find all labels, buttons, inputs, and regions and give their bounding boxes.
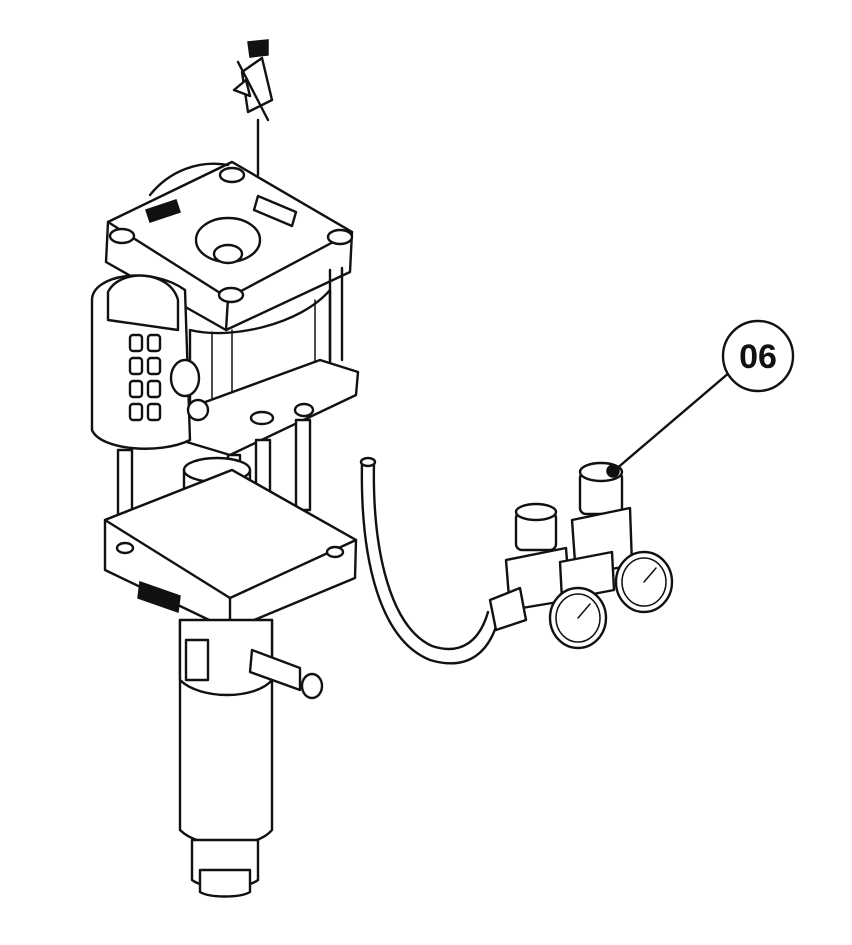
air-regulator-assembly [488,461,674,650]
callout-06: 06 [606,319,795,478]
callout-label: 06 [739,338,777,376]
callout-bubble [721,319,795,393]
air-motor-cylinder [176,266,360,457]
air-supply-hose [359,456,500,665]
lower-base-plate [103,468,358,632]
callout-leader-dot [606,464,620,478]
air-valve-block [90,274,210,450]
lifting-warning-sign [232,39,274,177]
displacement-pump-lower [178,618,324,898]
callout-leader-line [613,370,732,472]
